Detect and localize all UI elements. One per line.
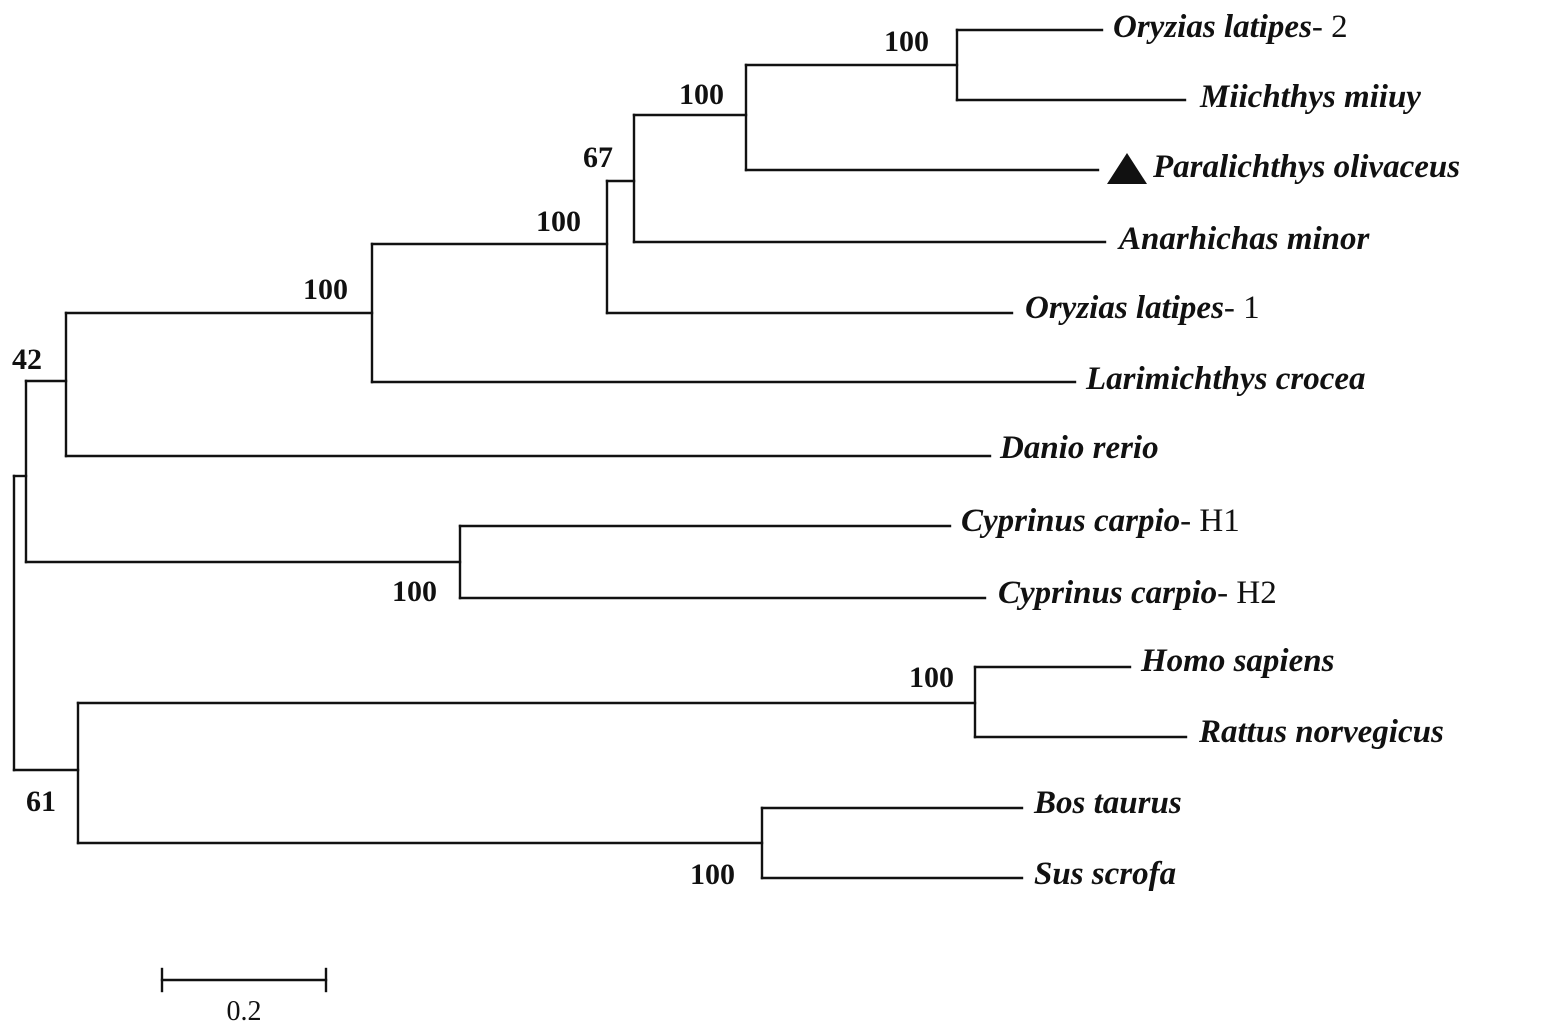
scale-bar: 0.2 [160, 967, 328, 1027]
tree-branches [12, 28, 1188, 880]
bootstrap-danio-clade: 42 [12, 343, 42, 376]
taxon-label: Oryzias latipes- 1 [1025, 290, 1260, 326]
taxon-suffix: - H1 [1180, 503, 1240, 539]
taxon-label: Rattus norvegicus [1198, 714, 1444, 750]
taxon-name: Sus scrofa [1034, 856, 1176, 892]
taxon-name: Miichthys miiuy [1199, 79, 1421, 115]
taxon-label: Miichthys miiuy [1199, 79, 1421, 115]
bootstrap-oryzias1-clade: 100 [536, 205, 581, 238]
taxon-label: Paralichthys olivaceus [1152, 149, 1460, 185]
taxon-name: Danio rerio [999, 430, 1159, 466]
taxon-suffix: - 2 [1312, 9, 1348, 45]
taxon-label: Larimichthys crocea [1085, 361, 1366, 397]
bootstrap-larimichthys-clade: 100 [303, 273, 348, 306]
taxon-name: Larimichthys crocea [1085, 361, 1366, 397]
taxon-name: Bos taurus [1033, 785, 1182, 821]
taxon-suffix: - H2 [1217, 575, 1277, 611]
bootstrap-cyprinus-clade: 100 [392, 575, 437, 608]
taxon-name: Oryzias latipes [1113, 9, 1312, 45]
taxon-label: Homo sapiens [1140, 643, 1334, 679]
bootstrap-bos-sus: 100 [690, 858, 735, 891]
taxon-label: Oryzias latipes- 2 [1113, 9, 1348, 45]
bootstrap-paralichthys-clade: 100 [679, 78, 724, 111]
taxon-label: Bos taurus [1033, 785, 1182, 821]
taxon-label: Danio rerio [999, 430, 1159, 466]
bootstrap-values: 100 100 67 100 100 42 100 100 61 100 [12, 25, 954, 891]
bootstrap-orylat2-miimii: 100 [884, 25, 929, 58]
taxon-name: Anarhichas minor [1117, 221, 1371, 257]
taxon-name: Cyprinus carpio [998, 575, 1217, 611]
taxon-label: Anarhichas minor [1117, 221, 1371, 257]
taxon-label: Sus scrofa [1034, 856, 1176, 892]
scale-bar-label: 0.2 [227, 996, 262, 1027]
bootstrap-mammal-clade: 61 [26, 785, 56, 818]
taxon-labels: Oryzias latipes- 2 Miichthys miiuy Paral… [961, 9, 1460, 892]
taxon-name: Cyprinus carpio [961, 503, 1180, 539]
taxon-name: Rattus norvegicus [1198, 714, 1444, 750]
taxon-name: Oryzias latipes [1025, 290, 1224, 326]
bootstrap-homo-rattus: 100 [909, 661, 954, 694]
triangle-marker-icon [1107, 153, 1147, 184]
taxon-label: Cyprinus carpio- H1 [961, 503, 1240, 539]
taxon-suffix: - 1 [1224, 290, 1260, 326]
taxon-label: Cyprinus carpio- H2 [998, 575, 1277, 611]
taxon-name: Paralichthys olivaceus [1152, 149, 1460, 185]
bootstrap-anarhichas-clade: 67 [583, 141, 613, 174]
taxon-name: Homo sapiens [1140, 643, 1334, 679]
